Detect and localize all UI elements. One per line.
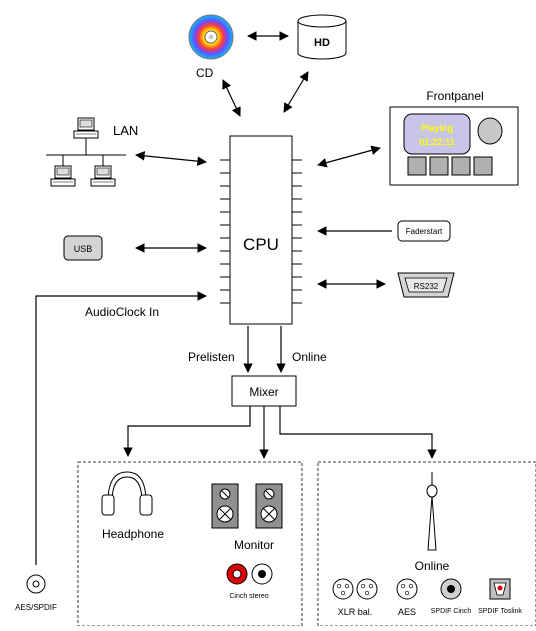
antenna-icon [426, 472, 438, 551]
hard-disk-icon [297, 14, 347, 60]
frontpanel-knob [477, 117, 503, 145]
spdif-cinch-connector-icon [440, 578, 462, 600]
rs232-label: RS232 [414, 282, 439, 291]
frontpanel-cpu-arrow [317, 145, 381, 168]
usb-label: USB [74, 244, 93, 254]
online-section-title: Online [415, 559, 450, 573]
xlr-connector-icon [332, 578, 354, 600]
computer-icon [50, 165, 76, 187]
hd-cpu-arrow [283, 71, 309, 113]
cpu-label: CPU [243, 235, 279, 254]
display-status-text: Playing [421, 123, 453, 133]
frontpanel-button-2 [429, 156, 449, 176]
toslink-connector-icon [489, 578, 511, 600]
cinch-stereo-label: Cinch stereo [229, 593, 268, 600]
frontpanel-display [403, 113, 471, 155]
spdif-cinch-label: SPDIF Cinch [431, 608, 472, 615]
cd-label: CD [196, 66, 214, 80]
faderstart-label: Faderstart [406, 227, 443, 236]
lan-cpu-arrow [135, 151, 207, 166]
computer-icon [73, 117, 99, 139]
mixer-label: Mixer [249, 385, 278, 399]
mixer-headphone-arrow [123, 406, 251, 457]
xlr-connector-icon [356, 578, 378, 600]
mixer-box [231, 375, 297, 407]
frontpanel-button-4 [473, 156, 493, 176]
usb-port-box [63, 235, 103, 261]
cd-icon [188, 14, 234, 60]
frontpanel-button-3 [451, 156, 471, 176]
frontpanel-title: Frontpanel [426, 89, 483, 103]
lan-label: LAN [113, 123, 138, 138]
prelisten-label: Prelisten [188, 350, 235, 364]
network-lines [46, 138, 126, 166]
aes-label: AES [398, 607, 416, 617]
spdif-toslink-label: SPDIF Toslink [478, 608, 522, 615]
rs232-connector-inner [404, 277, 448, 293]
cinch-white-connector [251, 563, 273, 585]
online-section-box [317, 461, 536, 627]
display-time-text: 01:22:11 [419, 137, 455, 147]
xlr-label: XLR bal. [338, 607, 373, 617]
cpu-pins [220, 159, 302, 304]
frontpanel-button-1 [407, 156, 427, 176]
computer-icon [90, 165, 116, 187]
cinch-red-connector [226, 563, 248, 585]
online-label: Online [292, 350, 327, 364]
monitor-label: Monitor [234, 538, 274, 552]
faderstart-box [397, 220, 451, 242]
speaker-icon [255, 483, 283, 529]
mixer-online-arrow [279, 406, 437, 459]
aes-spdif-label: AES/SPDIF [15, 603, 57, 612]
cd-cpu-arrow [222, 79, 241, 117]
hd-label: HD [314, 37, 330, 49]
speaker-icon [211, 483, 239, 529]
headphone-label: Headphone [102, 527, 164, 541]
headphone-icon [101, 471, 153, 516]
audioclock-line [35, 291, 207, 565]
cpu-block [229, 135, 293, 325]
aes-connector-icon [396, 578, 418, 600]
audioclock-label: AudioClock In [85, 305, 159, 319]
aes-spdif-connector-pin [32, 580, 40, 588]
